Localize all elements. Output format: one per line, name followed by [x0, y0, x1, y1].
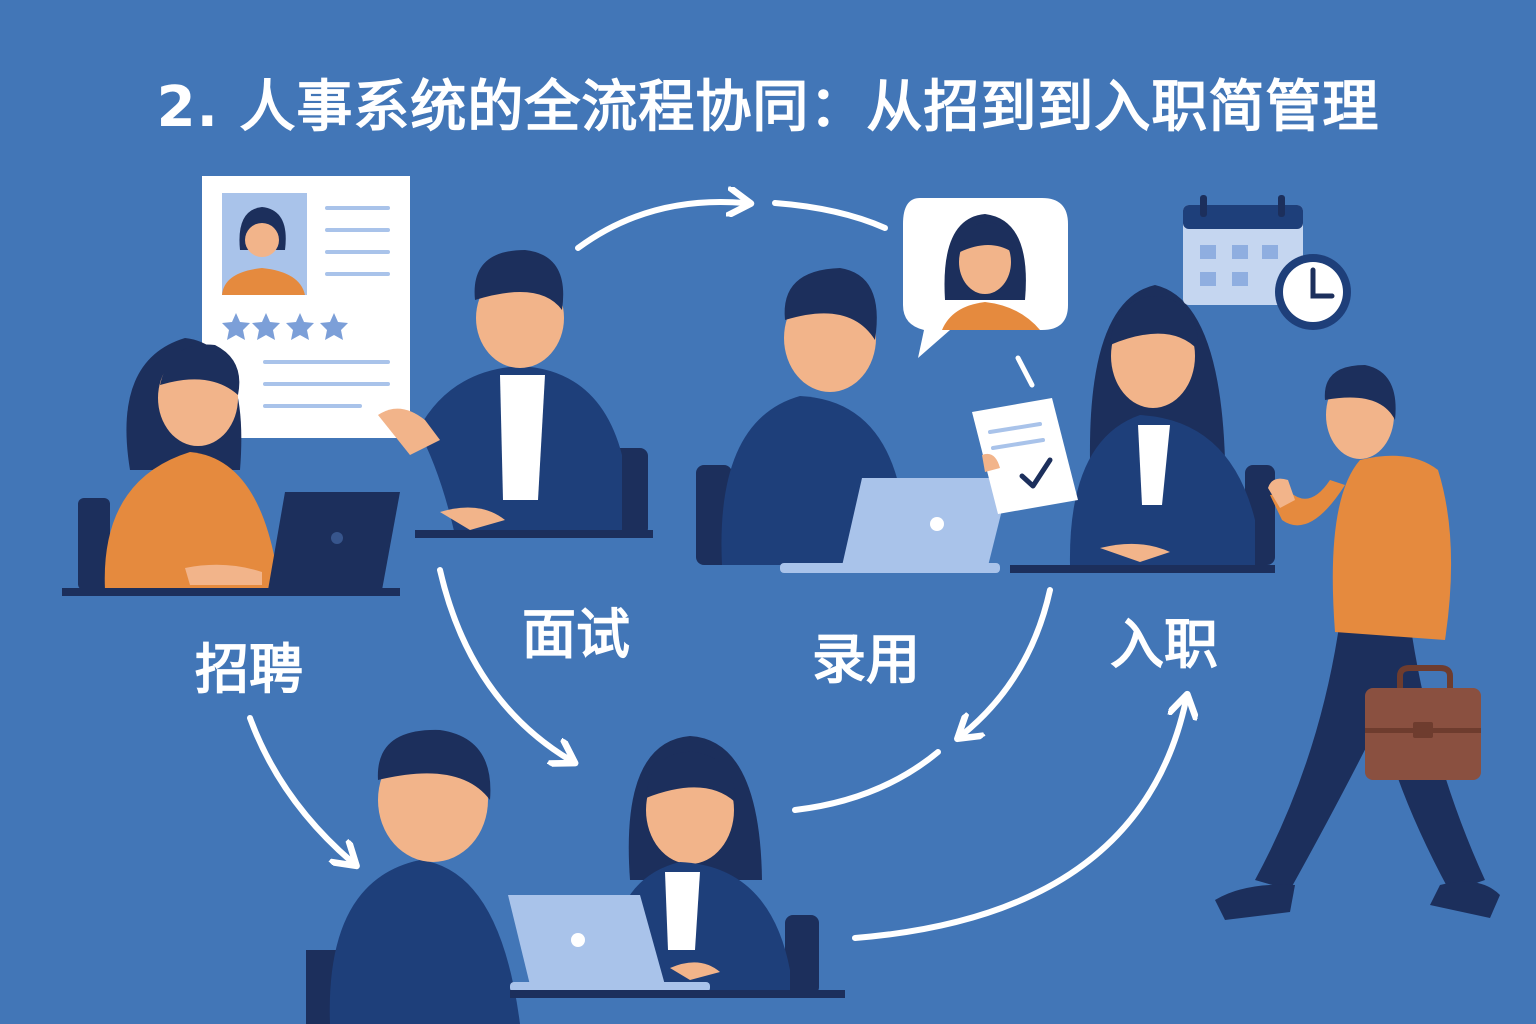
stage-label-hire: 录用 [812, 628, 920, 691]
laptop-icon [780, 478, 1010, 573]
recruiter-woman [78, 338, 275, 590]
arrow-top-right [772, 200, 888, 231]
stage-label-interview: 面试 [522, 603, 630, 666]
interviewer-man [378, 250, 648, 536]
arrow-bottom-mid [792, 749, 941, 813]
star-icon [222, 313, 250, 340]
new-employee-walking [1215, 365, 1500, 920]
onboarding-man [306, 729, 520, 1024]
rating-stars [222, 313, 348, 340]
calendar-icon [1183, 195, 1303, 305]
resume-icon [202, 176, 410, 438]
clock-icon [1275, 254, 1351, 330]
briefcase-icon [1365, 665, 1481, 780]
desk [1010, 565, 1275, 573]
document-check-icon [972, 398, 1078, 514]
arrow-bottom-right [852, 700, 1186, 941]
desk [510, 990, 845, 998]
desk [62, 588, 400, 596]
star-icon [320, 313, 348, 340]
star-icon [252, 313, 280, 340]
hr-woman [1069, 285, 1275, 565]
arrow-top-left [575, 202, 745, 251]
flow-arrows [247, 200, 1186, 941]
arrow-center-down [437, 567, 570, 760]
speech-bubble-icon [903, 198, 1068, 358]
page-title: 2. 人事系统的全流程协同：从招到到入职简管理 [156, 75, 1380, 140]
laptop-icon [508, 895, 720, 992]
stage-label-recruit: 招聘 [195, 638, 303, 701]
desk [415, 530, 653, 538]
star-icon [286, 313, 314, 340]
arrow-left-down [247, 715, 352, 862]
arrow-right-down [962, 587, 1053, 735]
stage-label-onboard: 入职 [1110, 613, 1218, 676]
laptop-icon [268, 492, 400, 590]
